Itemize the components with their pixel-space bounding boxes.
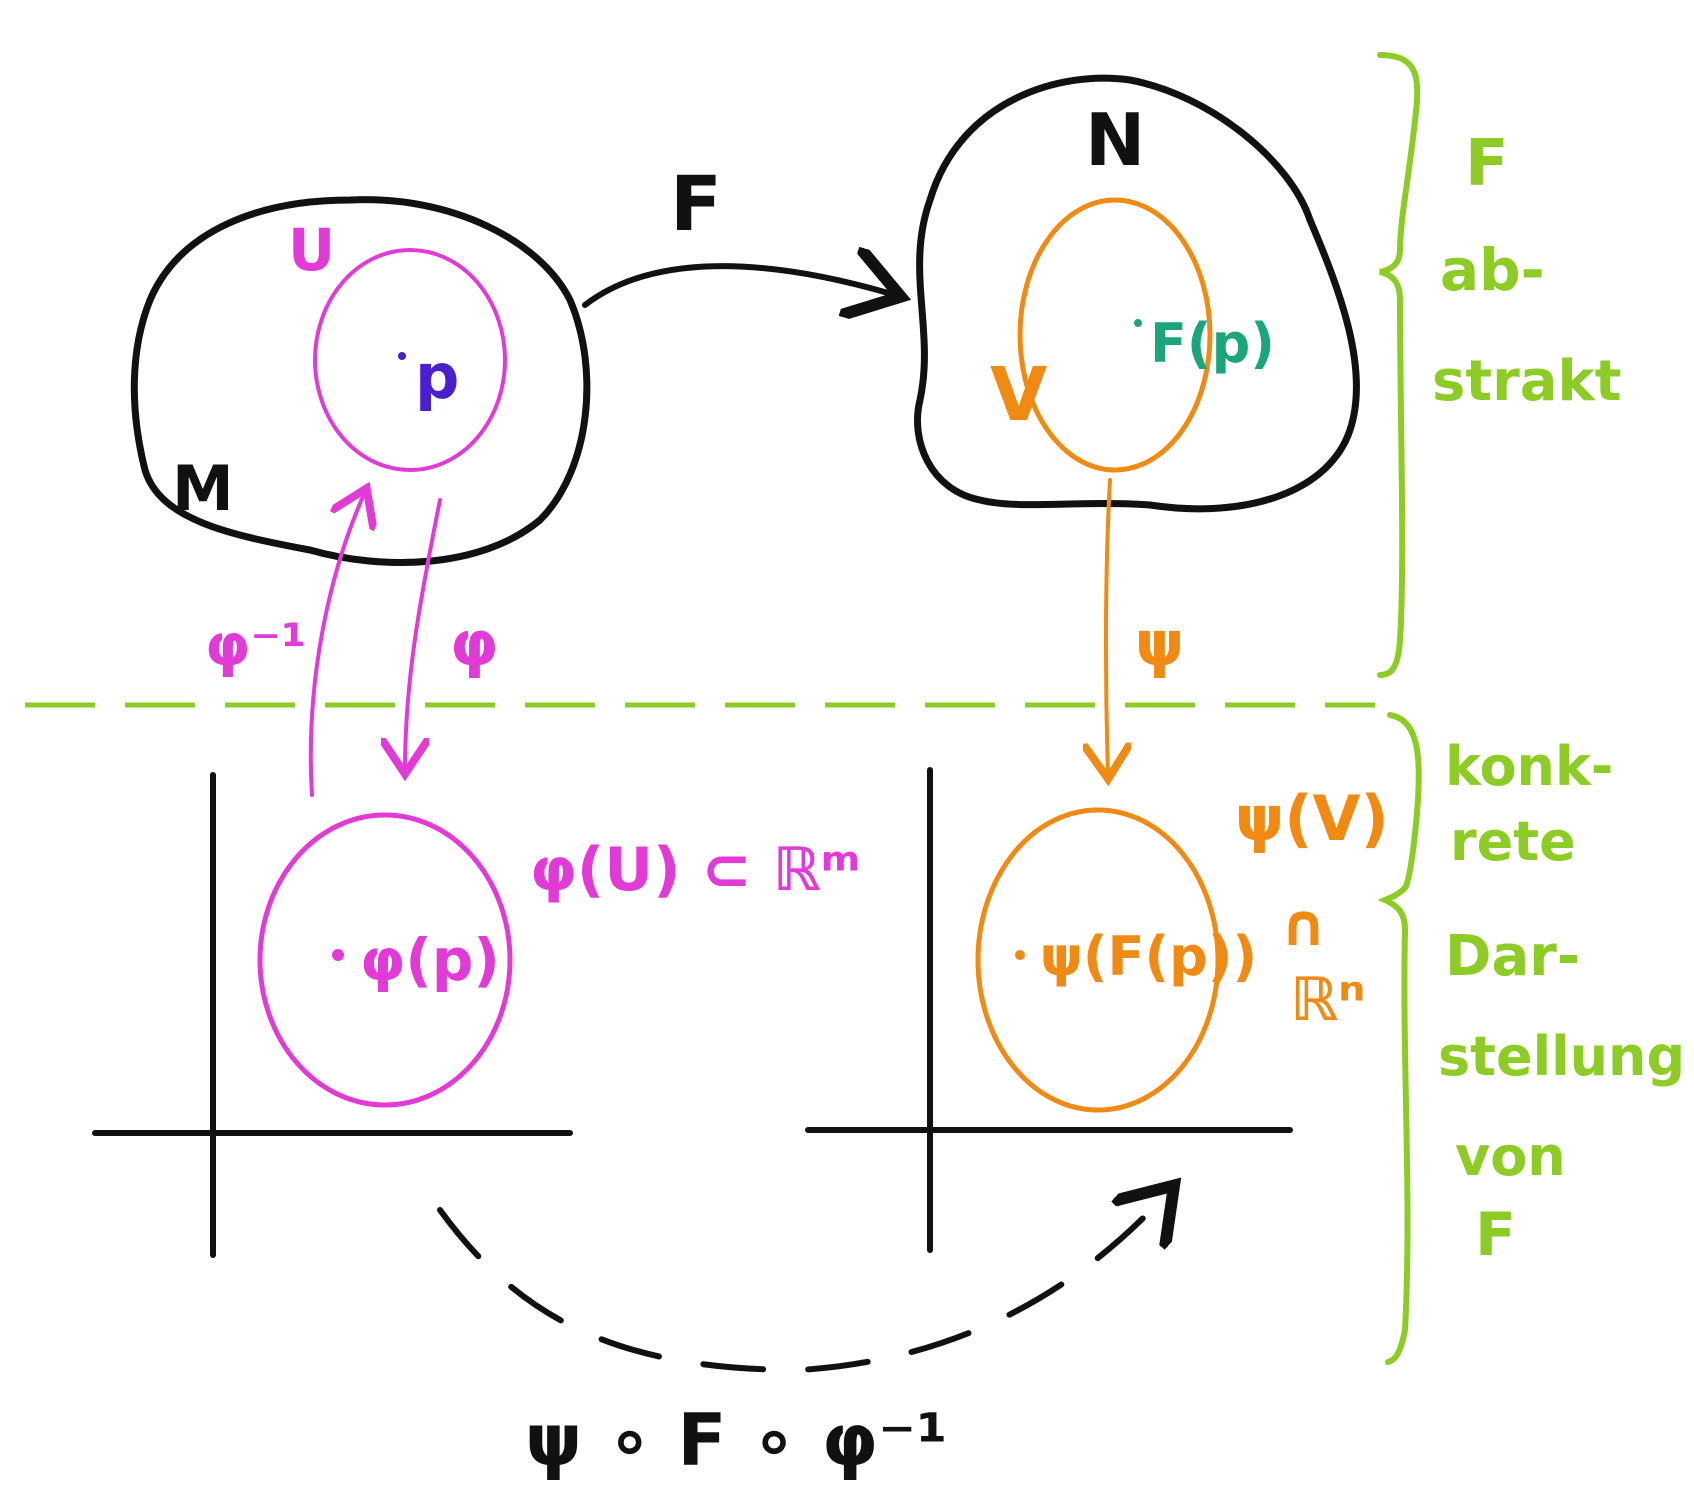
manifold-m-outline [130, 196, 591, 566]
chart-psi-arrow [1106, 478, 1110, 775]
chart-image-u [257, 812, 513, 1108]
chart-phi-arrow [405, 498, 442, 770]
label-point-phip: φ(p) [360, 926, 500, 994]
composition-arrow [437, 1190, 1170, 1374]
label-manifold-n: N [1085, 98, 1145, 182]
label-point-psifp: ψ(F(p)) [1040, 925, 1257, 988]
chart-domain-v [1017, 197, 1213, 473]
annot-concrete-1: konk- [1445, 735, 1613, 798]
chart-domain-u [313, 248, 507, 472]
brace-abstract [1377, 52, 1421, 678]
label-chart-phi: φ [450, 607, 499, 680]
point-phip-dot [332, 949, 344, 961]
annot-abstract-2: ab- [1440, 236, 1545, 304]
brace-concrete [1377, 712, 1422, 1365]
label-manifold-m: M [172, 452, 234, 525]
annot-abstract-1: F [1465, 127, 1509, 201]
label-point-p: p [415, 340, 459, 413]
label-point-fp: F(p) [1150, 312, 1275, 375]
annot-abstract-3: strakt [1432, 349, 1622, 414]
point-p-dot [398, 352, 406, 360]
annot-concrete-6: F [1475, 1200, 1516, 1270]
label-subset: ∩ [1280, 891, 1327, 959]
annot-concrete-4: stellung [1438, 1025, 1685, 1088]
label-chart-domain-u: U [288, 216, 335, 284]
chart-image-v [975, 807, 1221, 1113]
label-image-v: ψ(V) [1235, 782, 1389, 855]
label-chart-domain-v: V [990, 352, 1047, 438]
chart-inverse-arrow [308, 492, 365, 797]
annot-concrete-2: rete [1450, 810, 1576, 873]
point-psifp-dot [1015, 950, 1025, 960]
label-map-f: F [670, 159, 722, 248]
label-chart-phi-inverse: φ⁻¹ [205, 611, 306, 679]
label-image-u: φ(U) ⊂ ℝᵐ [530, 835, 860, 905]
point-fp-dot [1134, 319, 1142, 327]
label-composition: ψ ∘ F ∘ φ⁻¹ [525, 1398, 948, 1482]
manifold-n-outline [914, 74, 1360, 513]
map-f-arrow [582, 266, 895, 305]
annot-concrete-5: von [1455, 1125, 1566, 1188]
label-rn: ℝⁿ [1290, 965, 1365, 1035]
annot-concrete-3: Dar- [1445, 924, 1580, 989]
label-chart-psi: ψ [1135, 607, 1184, 680]
